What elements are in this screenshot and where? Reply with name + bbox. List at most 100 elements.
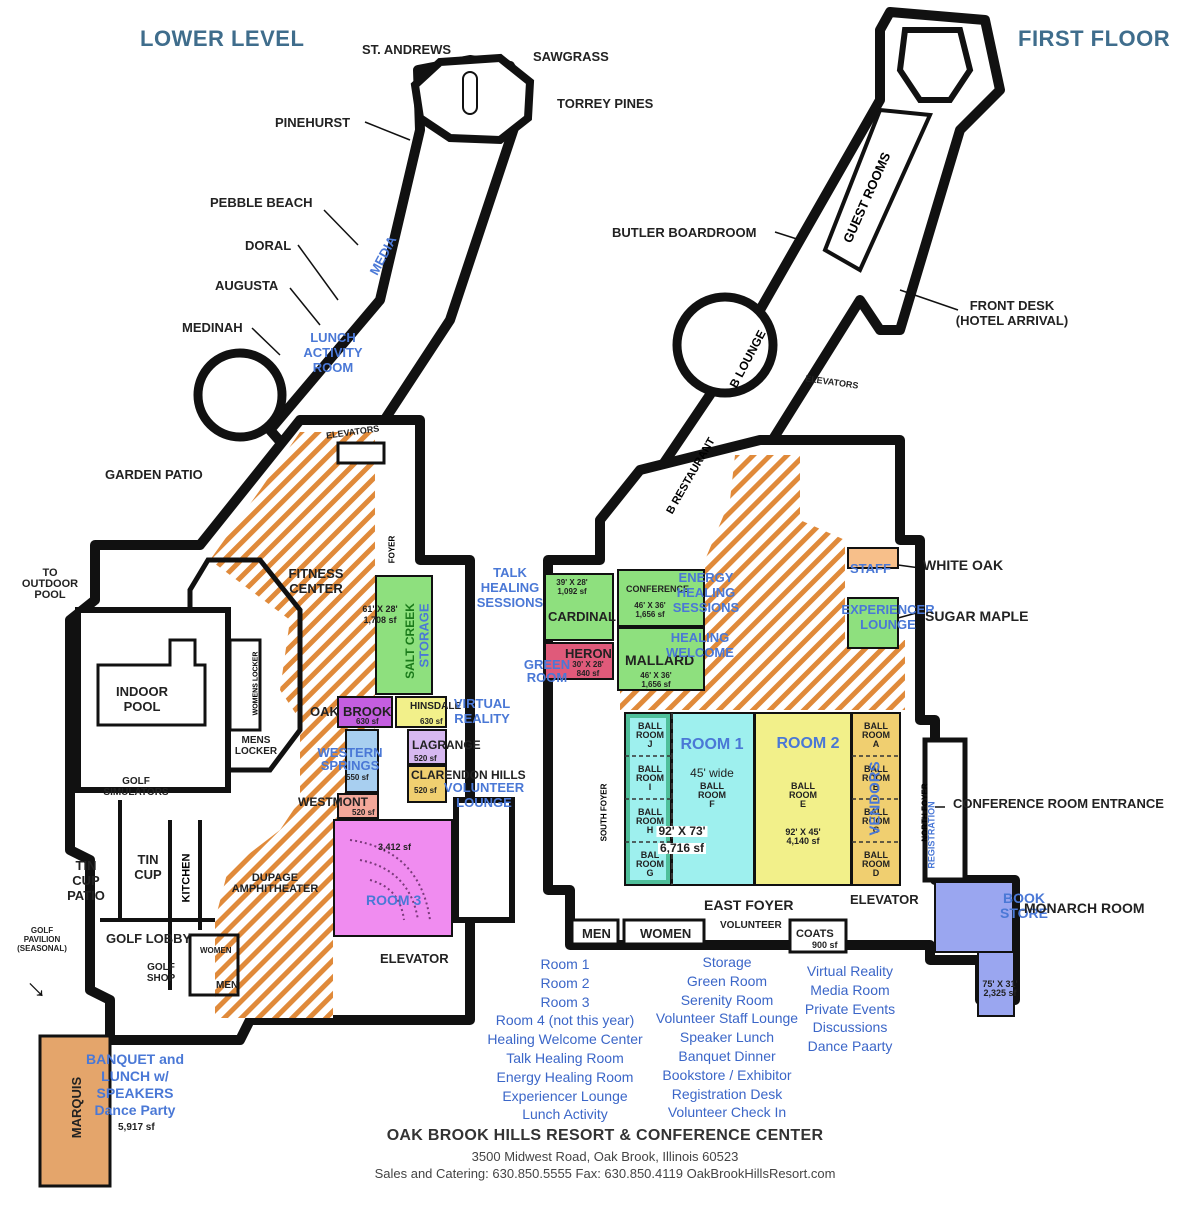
marquis-label: MARQUIS bbox=[69, 1076, 85, 1139]
virtual-reality-label: VIRTUAL REALITY bbox=[453, 696, 511, 726]
first-floor-title: FIRST FLOOR bbox=[1018, 26, 1171, 51]
ballroom-e-dims: 92' X 45' 4,140 sf bbox=[785, 827, 821, 846]
heron-dims: 30' X 28' 840 sf bbox=[572, 660, 604, 678]
brook-room bbox=[337, 696, 393, 728]
brook-sf: 630 sf bbox=[356, 717, 379, 726]
legend-item: Green Room bbox=[686, 972, 768, 989]
butler-boardroom-label: BUTLER BOARDROOM bbox=[612, 225, 757, 240]
ballroom-i-label: BALL ROOM I bbox=[636, 764, 664, 792]
white-oak-label: WHITE OAK bbox=[923, 557, 1004, 573]
first-elevator-label: ELEVATOR bbox=[850, 892, 919, 907]
tin-cup-patio-label: TIN CUP PATIO bbox=[67, 858, 105, 903]
hinsdale-sf: 630 sf bbox=[420, 717, 443, 726]
ballroom-j-label: BALL ROOM J bbox=[636, 721, 664, 749]
conference-room-entrance-label: CONFERENCE ROOM ENTRANCE bbox=[953, 796, 1164, 811]
legend-item: Serenity Room bbox=[680, 991, 774, 1008]
lower-rotunda bbox=[193, 348, 287, 442]
westmont-room bbox=[337, 793, 379, 819]
cardinal-label: CARDINAL bbox=[548, 609, 616, 624]
golf-simulators-label: GOLF SIMULATORS bbox=[103, 776, 169, 798]
coats-sf: 900 sf bbox=[812, 940, 838, 950]
first-east-stub bbox=[922, 737, 968, 883]
lower-elevator-label: ELEVATOR bbox=[380, 951, 449, 966]
legend-item: Virtual Reality bbox=[806, 963, 894, 979]
amphitheater-room bbox=[333, 819, 453, 937]
staff-label: STAFF bbox=[850, 561, 891, 576]
first-men-room bbox=[570, 918, 620, 946]
amphitheater-sf: 3,412 sf bbox=[378, 842, 412, 852]
conference-room bbox=[617, 569, 705, 627]
pebble-beach-label: PEBBLE BEACH bbox=[210, 195, 313, 210]
legend-item: Banquet Dinner bbox=[678, 1047, 776, 1064]
coats-label: COATS bbox=[796, 928, 834, 940]
legend-item: Dance Paarty bbox=[807, 1038, 893, 1055]
wide-label: 45' wide bbox=[690, 766, 734, 780]
legend-item: Experiencer Lounge bbox=[502, 1087, 628, 1104]
mallard-room bbox=[617, 627, 705, 691]
room2-label: ROOM 2 bbox=[776, 735, 840, 752]
fitness-center-label: FITNESS CENTER bbox=[288, 566, 344, 596]
doral-label: DORAL bbox=[245, 238, 292, 253]
golf-lobby-label: GOLF LOBBY bbox=[106, 931, 192, 946]
lower-foyer-label: FOYER bbox=[387, 535, 397, 564]
western-springs-label: WESTERN SPRINGS bbox=[317, 745, 383, 773]
marquis-building bbox=[38, 1034, 112, 1188]
ballroom-f-dims-b: 6,716 sf bbox=[657, 841, 707, 855]
legend-item: Healing Welcome Center bbox=[487, 1031, 643, 1048]
medinah-label: MEDINAH bbox=[182, 320, 243, 335]
staff-room bbox=[847, 547, 899, 569]
hinsdale-room bbox=[395, 696, 447, 728]
lower-level-title: LOWER LEVEL bbox=[140, 26, 305, 51]
golf-pavilion-label: GOLF PAVILION (SEASONAL) bbox=[17, 926, 67, 953]
salt-creek-label: SALT CREEK bbox=[402, 603, 417, 679]
salt-creek-room bbox=[375, 575, 433, 695]
conference-dims: 46' X 36' 1,656 sf bbox=[634, 601, 666, 619]
cardinal-dims: 39' X 28' 1,092 sf bbox=[556, 578, 588, 596]
ballroom-f-label: BALL ROOM F bbox=[698, 781, 726, 809]
lagrange-room bbox=[407, 729, 447, 765]
garden-patio-label: GARDEN PATIO bbox=[105, 467, 203, 482]
mallard-label: MALLARD bbox=[625, 652, 695, 668]
lagrange-sf: 520 sf bbox=[414, 754, 437, 763]
east-foyer-label: EAST FOYER bbox=[704, 897, 794, 913]
first-tower-top bbox=[896, 27, 974, 103]
legend-list-3: Virtual Reality Media Room Private Event… bbox=[805, 962, 895, 1056]
marquis-sf: 5,917 sf bbox=[118, 1122, 155, 1133]
oak-label: OAK bbox=[310, 704, 339, 719]
experiencer-room bbox=[847, 597, 899, 649]
registration-label: REGISTRATION bbox=[926, 801, 937, 869]
brook-label: BROOK bbox=[343, 704, 392, 719]
book-store-label: BOOK STORE bbox=[1000, 890, 1048, 921]
lagrange-label: LAGRANGE bbox=[412, 738, 481, 752]
indoor-pool-shape bbox=[96, 638, 207, 727]
legend-item: Bookstore / Exhibitor bbox=[662, 1066, 792, 1083]
legend-item: Registration Desk bbox=[671, 1085, 783, 1102]
experiencer-lounge-label: EXPERIENCER LOUNGE bbox=[841, 602, 935, 632]
golf-shop-label: GOLF SHOP bbox=[146, 962, 176, 984]
lower-tower-octagon bbox=[410, 53, 535, 145]
legend-list-1: Room 1 Room 2 Room 3 Room 4 (not this ye… bbox=[487, 955, 642, 1124]
storage-label: STORAGE bbox=[416, 603, 432, 668]
volunteer-label: VOLUNTEER bbox=[720, 920, 782, 931]
sawgrass-pool-shape bbox=[462, 71, 478, 115]
green-room-label: GREEN ROOM bbox=[523, 657, 571, 685]
dupage-amphitheater-label: DUPAGE AMPHITHEATER bbox=[231, 872, 319, 895]
legend-item: Volunteer Staff Lounge bbox=[655, 1010, 799, 1027]
lunch-activity-room-label: LUNCH ACTIVITY ROOM bbox=[303, 330, 363, 375]
guest-rooms-block bbox=[822, 107, 933, 273]
lower-women-label: WOMEN bbox=[200, 946, 232, 955]
legend-list-2: Storage Green Room Serenity Room Volunte… bbox=[656, 953, 798, 1122]
room3-label: ROOM 3 bbox=[366, 892, 422, 908]
talk-healing-label: TALK HEALING SESSIONS bbox=[476, 565, 544, 610]
ballroom-e-label: BALL ROOM E bbox=[789, 781, 817, 809]
ballroom-f-dims-a: 92' X 73' bbox=[656, 824, 708, 838]
first-women-label: WOMEN bbox=[640, 926, 692, 941]
monarch-dims: 75' X 31' 2,325 sf bbox=[982, 979, 1018, 998]
legend-item: Room 2 bbox=[540, 974, 590, 991]
pinehurst-label: PINEHURST bbox=[275, 115, 351, 130]
westmont-label: WESTMONT bbox=[298, 795, 368, 809]
heron-room bbox=[544, 642, 614, 680]
vendors-label: VENDORS bbox=[866, 761, 884, 836]
